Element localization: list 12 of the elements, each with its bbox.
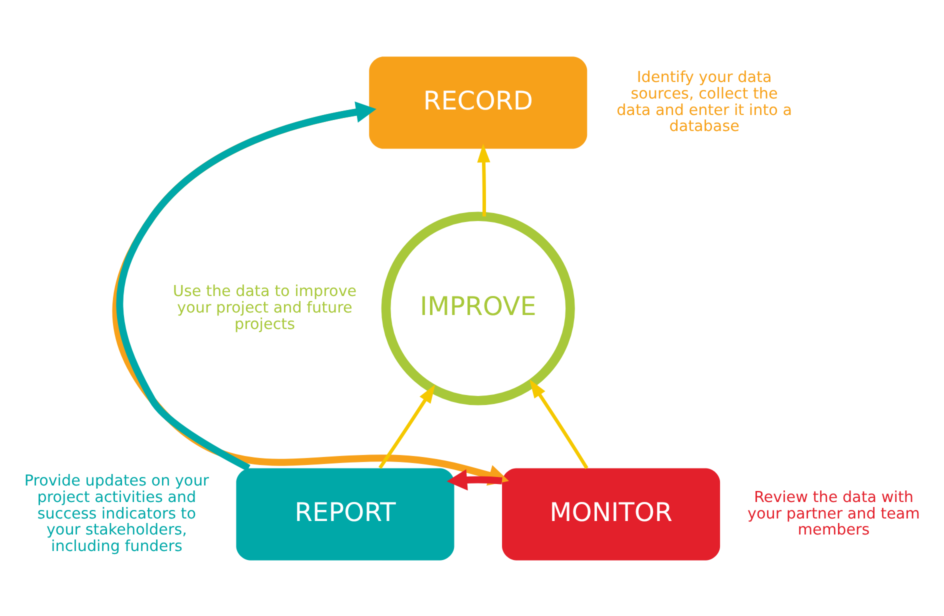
node-box: RECORD: [369, 56, 588, 148]
node-box: MONITOR: [502, 468, 720, 560]
node-box: REPORT: [236, 468, 454, 560]
arrow: [529, 378, 588, 469]
node-label: Review the data with your partner and team members: [748, 487, 920, 538]
node-label: Use the data to improve your project and future projects: [172, 282, 357, 332]
arrow: [116, 101, 376, 471]
arrow: [477, 143, 490, 216]
arrow: [446, 468, 502, 490]
arrow: [378, 384, 436, 468]
node-label: Provide updates on your project activities and success indicators to your stakeholders, including funders: [24, 471, 210, 554]
node-label: Identify your data sources, collect the data and enter it into a database: [616, 68, 792, 135]
